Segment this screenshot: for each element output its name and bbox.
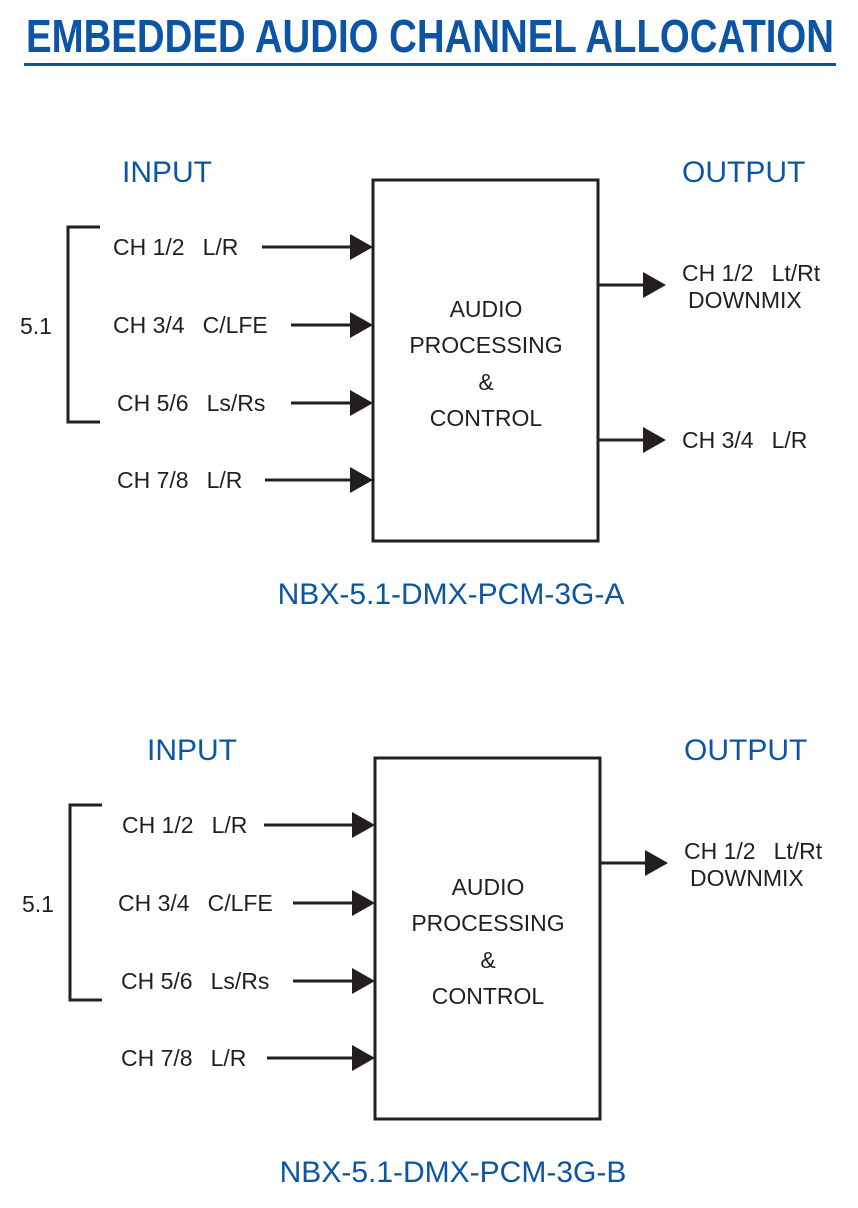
input-channel-role: L/R [207, 467, 243, 493]
input-channel: CH 3/4 [118, 890, 190, 916]
arrowhead-icon [350, 234, 373, 260]
output-sub-label: DOWNMIX [690, 865, 804, 891]
input-channel-label: CH 1/2 L/R [113, 234, 238, 260]
input-channel-label: CH 1/2 L/R [122, 812, 247, 838]
arrowhead-icon [350, 390, 373, 416]
input-channel: CH 5/6 [117, 390, 189, 416]
input-channel-role: L/R [212, 812, 248, 838]
input-channel-role: L/R [211, 1045, 247, 1071]
processor-label: CONTROL [430, 405, 543, 431]
group-bracket [66, 225, 100, 424]
processor-label: & [478, 369, 493, 395]
input-channel: CH 7/8 [117, 467, 189, 493]
group-bracket [68, 803, 102, 1002]
input-channel-role: Ls/Rs [211, 968, 270, 994]
output-channel-label: CH 1/2 Lt/Rt [682, 260, 821, 286]
input-channel: CH 3/4 [113, 312, 185, 338]
group-label: 5.1 [20, 313, 52, 339]
input-channel-label: CH 7/8 L/R [117, 467, 242, 493]
processor-label: PROCESSING [409, 332, 562, 358]
output-heading: OUTPUT [682, 156, 805, 189]
output-channel: CH 1/2 [682, 260, 754, 286]
audio-processing-box [373, 756, 602, 1121]
arrowhead-icon [352, 1045, 375, 1071]
output-channel: CH 3/4 [682, 427, 754, 453]
audio-processing-box [371, 178, 600, 543]
input-channel-role: C/LFE [208, 890, 273, 916]
arrowhead-icon [643, 272, 666, 298]
arrowhead-icon [352, 968, 375, 994]
input-channel-label: CH 3/4 C/LFE [118, 890, 273, 916]
output-channel-role: Lt/Rt [774, 838, 823, 864]
processor-label: PROCESSING [411, 910, 564, 936]
input-channel-role: L/R [203, 234, 239, 260]
output-channel-role: L/R [772, 427, 808, 453]
input-channel-label: CH 5/6 Ls/Rs [117, 390, 265, 416]
input-heading: INPUT [122, 156, 212, 189]
arrowhead-icon [643, 427, 666, 453]
processor-label: CONTROL [432, 983, 545, 1009]
arrowhead-icon [645, 850, 668, 876]
arrowhead-icon [350, 467, 373, 493]
input-channel: CH 1/2 [122, 812, 194, 838]
input-channel-role: Ls/Rs [207, 390, 266, 416]
input-channel: CH 7/8 [121, 1045, 193, 1071]
input-channel-label: CH 3/4 C/LFE [113, 312, 268, 338]
output-channel-label: CH 1/2 Lt/Rt [684, 838, 823, 864]
input-heading: INPUT [147, 734, 237, 767]
output-channel: CH 1/2 [684, 838, 756, 864]
output-channel-role: Lt/Rt [772, 260, 821, 286]
processor-label: AUDIO [452, 874, 525, 900]
input-channel-label: CH 7/8 L/R [121, 1045, 246, 1071]
input-channel: CH 1/2 [113, 234, 185, 260]
arrowhead-icon [352, 812, 375, 838]
model-name: NBX-5.1-DMX-PCM-3G-A [278, 578, 625, 611]
arrowhead-icon [352, 890, 375, 916]
page-title: EMBEDDED AUDIO CHANNEL ALLOCATION [26, 10, 834, 62]
output-sub-label: DOWNMIX [688, 287, 802, 313]
processor-label: AUDIO [450, 296, 523, 322]
input-channel: CH 5/6 [121, 968, 193, 994]
output-channel-label: CH 3/4 L/R [682, 427, 807, 453]
input-channel-label: CH 5/6 Ls/Rs [121, 968, 269, 994]
group-label: 5.1 [22, 891, 54, 917]
arrowhead-icon [350, 312, 373, 338]
input-channel-role: C/LFE [203, 312, 268, 338]
title-underline [24, 63, 836, 66]
output-heading: OUTPUT [684, 734, 807, 767]
processor-label: & [480, 947, 495, 973]
model-name: NBX-5.1-DMX-PCM-3G-B [280, 1156, 627, 1189]
